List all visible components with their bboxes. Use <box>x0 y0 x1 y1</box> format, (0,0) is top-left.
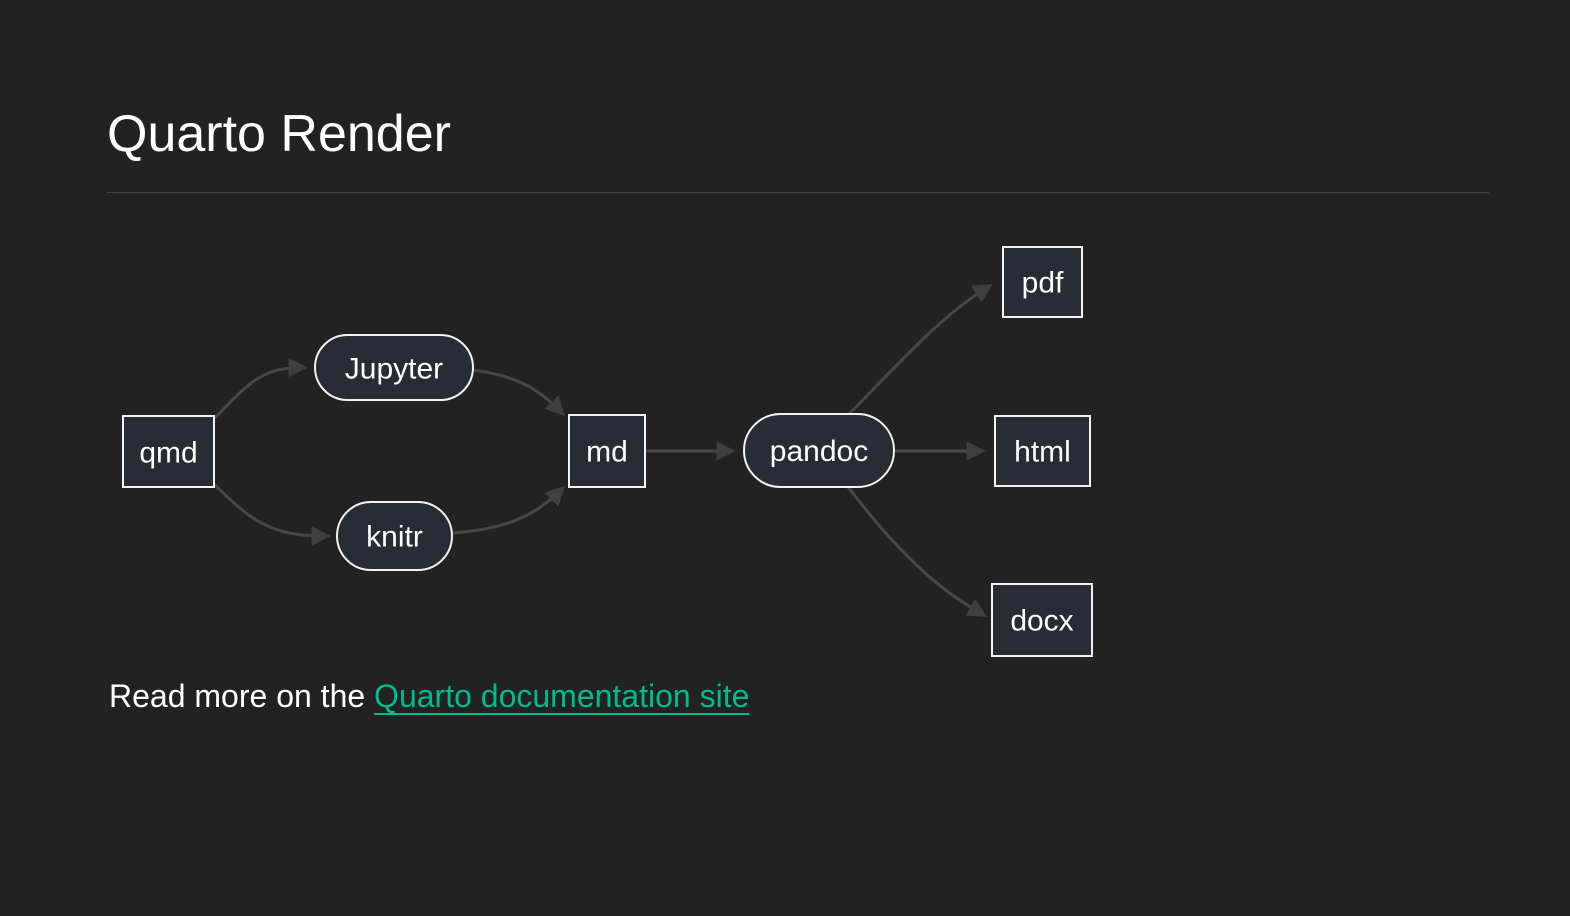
edge-jupyter-md <box>471 368 566 417</box>
pandoc-node-label: pandoc <box>770 435 868 468</box>
flowchart-node-knitr: knitr <box>336 501 453 571</box>
html-node-label: html <box>1014 436 1071 469</box>
docx-node-label: docx <box>1010 605 1073 638</box>
flowchart-edges <box>212 283 993 617</box>
page-title: Quarto Render <box>107 105 451 163</box>
flowchart-node-pandoc: pandoc <box>743 413 895 488</box>
edge-qmd-jupyter <box>212 357 308 421</box>
pandoc-node-shape <box>743 413 895 488</box>
md-node-shape <box>568 414 646 488</box>
html-node-shape <box>994 415 1091 487</box>
divider <box>107 192 1489 193</box>
edge-pandoc-pdf <box>846 283 993 417</box>
flowchart-node-jupyter: Jupyter <box>314 334 474 401</box>
flowchart-node-docx: docx <box>991 583 1093 657</box>
flowchart-node-md: md <box>568 414 646 488</box>
jupyter-node-label: Jupyter <box>345 353 443 386</box>
flowchart-node-html: html <box>994 415 1091 487</box>
read-more-prefix: Read more on the <box>109 678 375 714</box>
read-more-text: Read more on the Quarto documentation si… <box>109 678 749 715</box>
jupyter-node-shape <box>314 334 474 401</box>
md-node-label: md <box>586 436 628 469</box>
quarto-docs-link[interactable]: Quarto documentation site <box>374 678 750 714</box>
edge-qmd-knitr <box>212 482 331 546</box>
pdf-node-label: pdf <box>1022 267 1064 300</box>
pdf-node-shape <box>1002 246 1083 318</box>
qmd-node-label: qmd <box>139 437 197 470</box>
knitr-node-shape <box>336 501 453 571</box>
edge-pandoc-docx <box>846 485 988 617</box>
quarto-render-flowchart: qmd Jupyter knitr md pandoc pdf <box>122 246 1093 657</box>
qmd-node-shape <box>122 415 215 488</box>
flowchart-node-pdf: pdf <box>1002 246 1083 318</box>
flowchart-nodes: qmd Jupyter knitr md pandoc pdf <box>122 246 1093 657</box>
docx-node-shape <box>991 583 1093 657</box>
flowchart-node-qmd: qmd <box>122 415 215 488</box>
knitr-node-label: knitr <box>366 521 423 554</box>
edge-knitr-md <box>450 485 566 535</box>
